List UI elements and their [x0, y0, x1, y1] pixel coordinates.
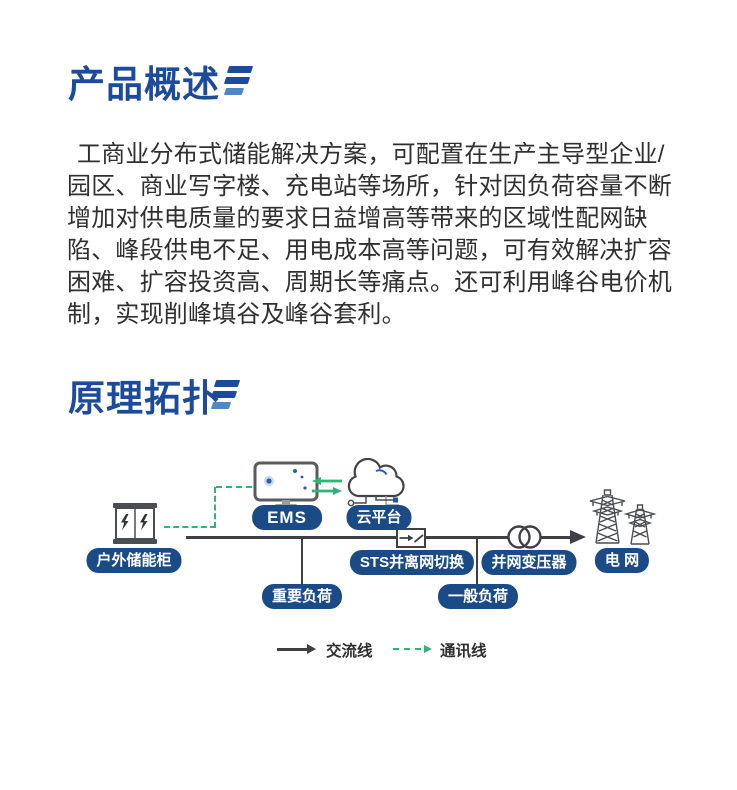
sts-label: STS并离网切换	[349, 550, 475, 575]
overview-paragraph: 工商业分布式储能解决方案，可配置在生产主导型企业/园区、商业写字楼、充电站等场所…	[67, 141, 672, 328]
legend-ac-line-icon	[277, 648, 307, 651]
legend-ac-arrowhead-icon	[307, 644, 316, 654]
ems-label: EMS	[252, 505, 322, 530]
battery-cabinet-icon	[113, 503, 157, 544]
section-title-overview: 产品概述	[68, 64, 220, 105]
comm-line-segment	[214, 487, 216, 528]
ac-bus-line	[186, 536, 572, 539]
cabinet-label: 户外储能柜	[86, 548, 182, 573]
transformer-icon	[507, 525, 542, 549]
sts-switch-icon	[396, 528, 426, 548]
ems-monitor-icon	[253, 461, 319, 508]
important-load-label: 重要负荷	[261, 584, 343, 609]
grid-label: 电 网	[594, 548, 650, 573]
power-grid-icon	[589, 489, 657, 545]
important-load-drop-line	[301, 538, 303, 584]
general-load-drop-line	[476, 538, 478, 584]
legend-comm-arrowhead-icon	[424, 645, 432, 653]
legend-comm-label: 通讯线	[440, 643, 487, 660]
cloud-label: 云平台	[346, 505, 412, 530]
general-load-label: 一般负荷	[437, 584, 519, 609]
ac-line-arrowhead-icon	[570, 530, 586, 544]
transformer-label: 并网变压器	[481, 550, 577, 575]
sync-arrows-icon	[312, 477, 342, 495]
legend-ac-label: 交流线	[326, 643, 373, 660]
cloud-platform-icon	[347, 458, 405, 507]
comm-line-segment	[164, 526, 216, 528]
section-title-topology: 原理拓扑	[68, 378, 220, 419]
comm-line-segment	[216, 486, 252, 488]
legend-comm-line-icon	[393, 648, 421, 650]
